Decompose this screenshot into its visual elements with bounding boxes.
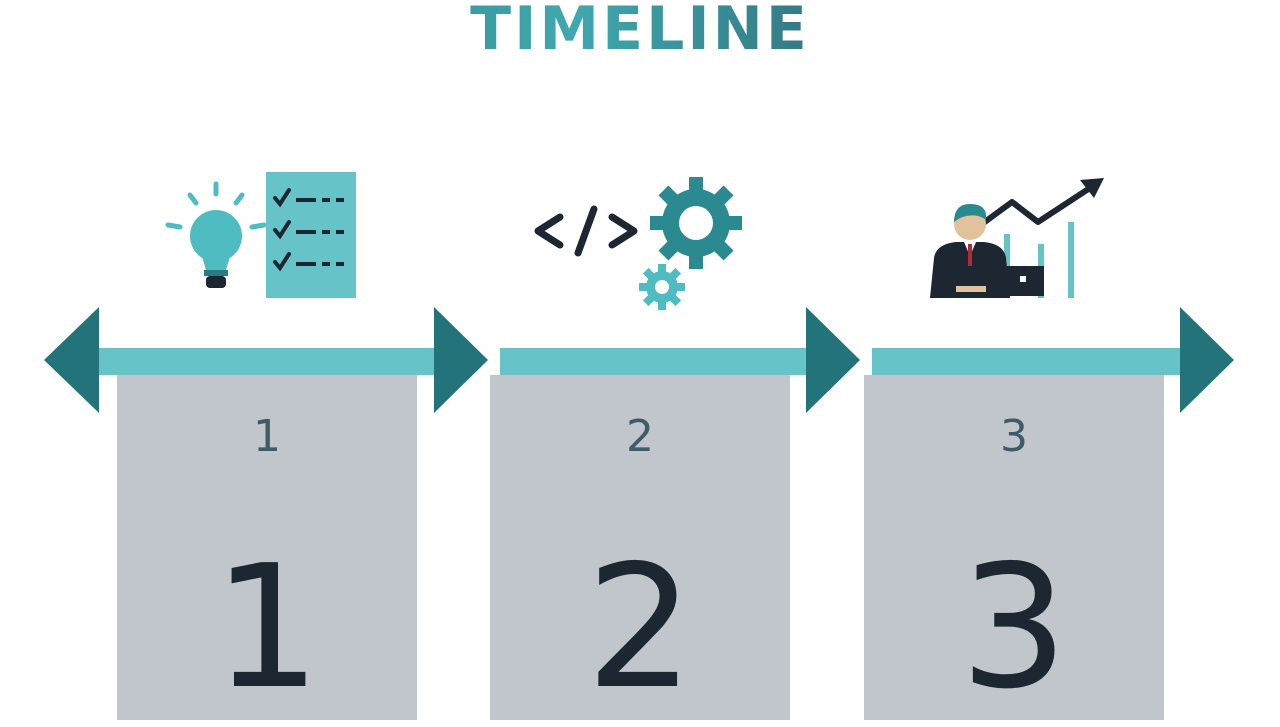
timeline-step-1: 1 1 [117,375,417,720]
arrow-right-icon [1180,307,1234,413]
timeline-band-1 [95,348,440,375]
step-label: 3 [1000,411,1028,462]
timeline-step-2: 2 2 [490,375,790,720]
step-number: 3 [959,529,1069,727]
step-number: 1 [212,529,322,727]
timeline-step-3: 3 3 [864,375,1164,720]
idea-checklist-icon [165,172,356,298]
timeline-band-2 [500,348,812,375]
step-label: 2 [626,411,654,462]
arrow-right-icon [806,307,860,413]
arrow-right-icon [434,307,488,413]
businessman-growth-chart-icon [930,178,1104,298]
arrow-left-icon [44,307,99,413]
step-label: 1 [253,411,281,462]
step-number: 2 [585,529,695,727]
timeline-band-3 [872,348,1184,375]
code-gears-icon [534,177,742,310]
page-title: TIMELINE [0,0,1280,64]
